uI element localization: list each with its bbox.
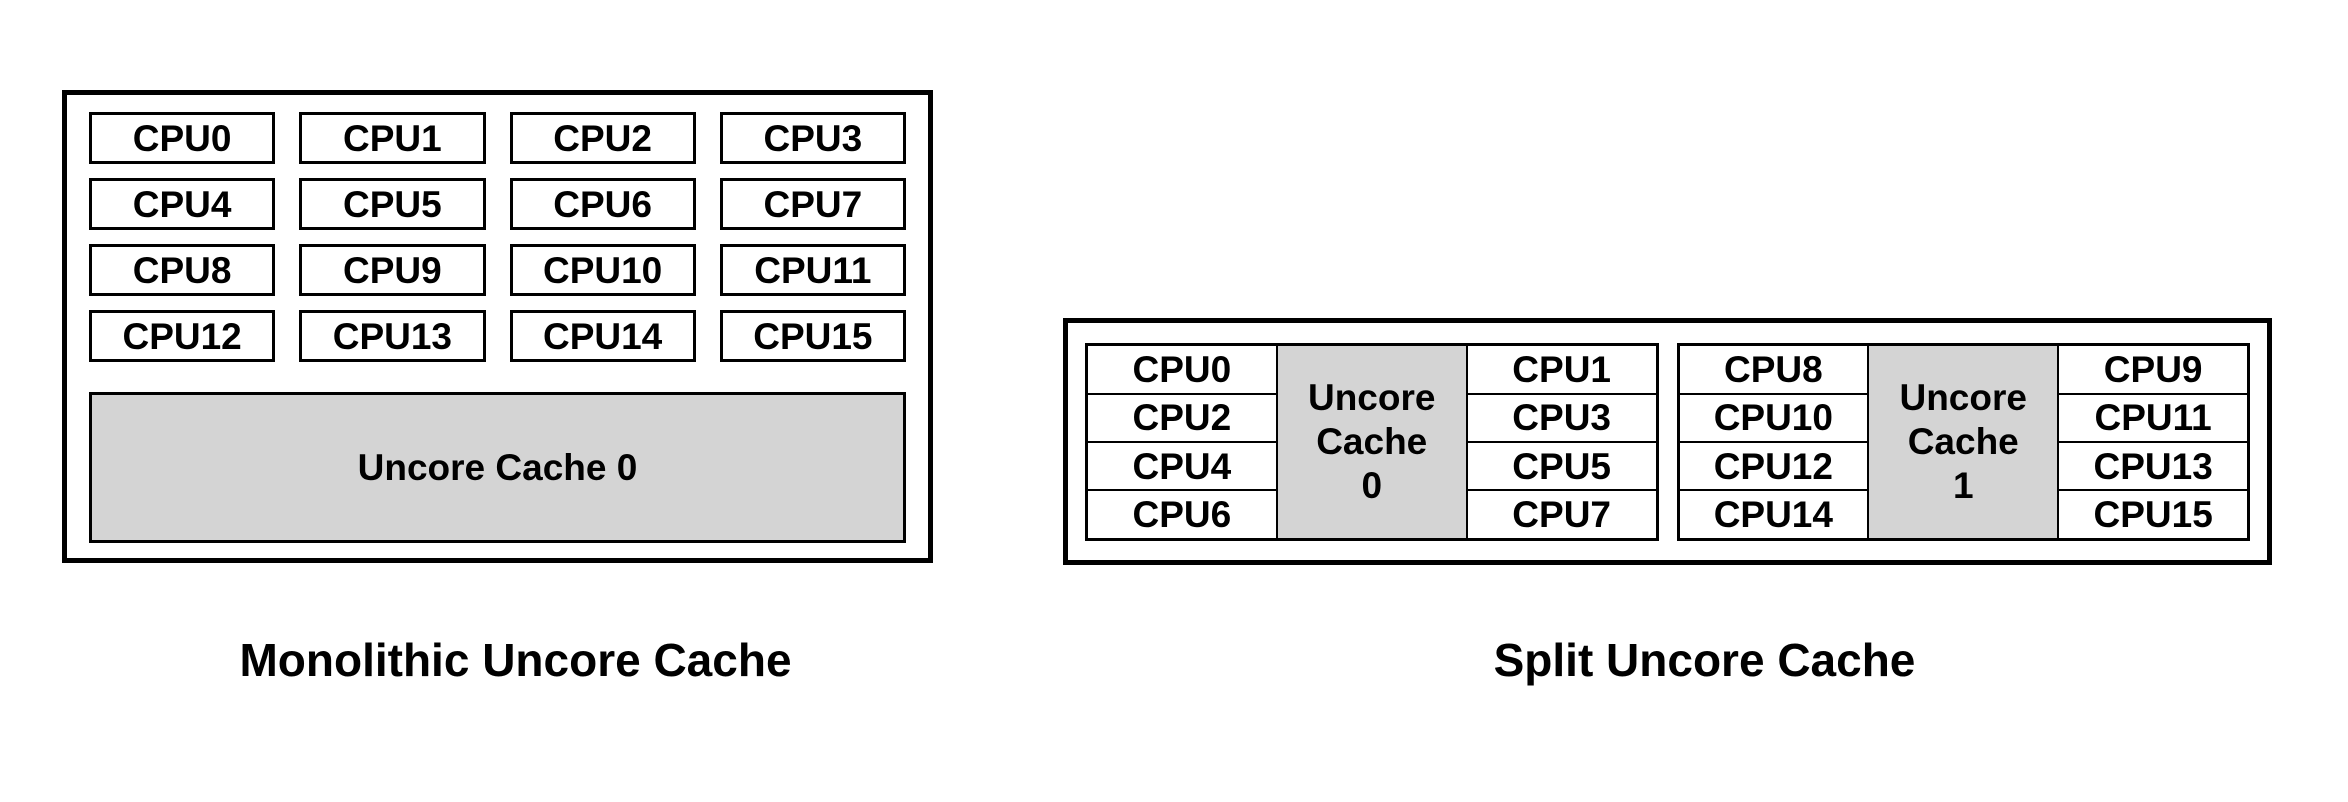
cpu-box: CPU2 bbox=[509, 112, 696, 164]
cpu-box: CPU14 bbox=[509, 310, 696, 362]
cpu-cell: CPU0 bbox=[1085, 343, 1278, 395]
split-cluster-1: CPU8 Uncore Cache 1 CPU9 CPU10 CPU11 CPU… bbox=[1676, 343, 2250, 541]
cpu-cell: CPU3 bbox=[1465, 392, 1659, 443]
cpu-box: CPU0 bbox=[89, 112, 276, 164]
cpu-cell: CPU14 bbox=[1676, 489, 1870, 541]
monolithic-caption: Monolithic Uncore Cache bbox=[239, 634, 792, 686]
cpu-cell: CPU6 bbox=[1085, 489, 1278, 541]
monolithic-cpu-grid: CPU0 CPU1 CPU2 CPU3 CPU4 CPU5 CPU6 CPU7 … bbox=[89, 112, 906, 362]
cache-label-line: Cache bbox=[1316, 421, 1428, 462]
cache-label-line: Uncore bbox=[1307, 377, 1436, 418]
cpu-cell: CPU4 bbox=[1085, 440, 1278, 492]
cpu-box: CPU11 bbox=[719, 244, 906, 296]
cpu-cell: CPU11 bbox=[2057, 392, 2250, 443]
cpu-box: CPU12 bbox=[89, 310, 276, 362]
cpu-box: CPU7 bbox=[719, 178, 906, 230]
split-diagram: CPU0 Uncore Cache 0 CPU1 CPU2 CPU3 CPU4 … bbox=[1063, 318, 2272, 565]
cache-label-line: Cache bbox=[1907, 421, 2019, 462]
uncore-cache-1-cell: Uncore Cache 1 bbox=[1867, 343, 2060, 541]
cpu-box: CPU10 bbox=[509, 244, 696, 296]
split-caption: Split Uncore Cache bbox=[1493, 634, 1916, 686]
cpu-box: CPU8 bbox=[89, 244, 276, 296]
cache-label-line: 0 bbox=[1361, 465, 1383, 506]
cpu-cell: CPU13 bbox=[2057, 440, 2250, 492]
uncore-cache-0-cell: Uncore Cache 0 bbox=[1275, 343, 1468, 541]
cache-label-line: 1 bbox=[1952, 465, 1974, 506]
cpu-box: CPU13 bbox=[299, 310, 486, 362]
cpu-box: CPU15 bbox=[719, 310, 906, 362]
cpu-box: CPU1 bbox=[299, 112, 486, 164]
cache-label-line: Uncore bbox=[1899, 377, 2027, 418]
cpu-cell: CPU12 bbox=[1676, 440, 1870, 492]
cpu-cell: CPU10 bbox=[1676, 392, 1870, 443]
cpu-box: CPU3 bbox=[719, 112, 906, 164]
cpu-cell: CPU5 bbox=[1465, 440, 1659, 492]
cpu-cell: CPU7 bbox=[1465, 489, 1659, 541]
cpu-box: CPU5 bbox=[299, 178, 486, 230]
cpu-box: CPU9 bbox=[299, 244, 486, 296]
cpu-box: CPU6 bbox=[509, 178, 696, 230]
monolithic-diagram: CPU0 CPU1 CPU2 CPU3 CPU4 CPU5 CPU6 CPU7 … bbox=[62, 90, 933, 563]
split-cluster-0: CPU0 Uncore Cache 0 CPU1 CPU2 CPU3 CPU4 … bbox=[1085, 343, 1659, 541]
cpu-cell: CPU15 bbox=[2057, 489, 2250, 541]
cpu-cell: CPU1 bbox=[1465, 343, 1659, 395]
cpu-box: CPU4 bbox=[89, 178, 276, 230]
cpu-cell: CPU2 bbox=[1085, 392, 1278, 443]
cpu-cell: CPU8 bbox=[1676, 343, 1870, 395]
uncore-cache-0-block: Uncore Cache 0 bbox=[89, 392, 906, 543]
cpu-cell: CPU9 bbox=[2057, 343, 2250, 395]
